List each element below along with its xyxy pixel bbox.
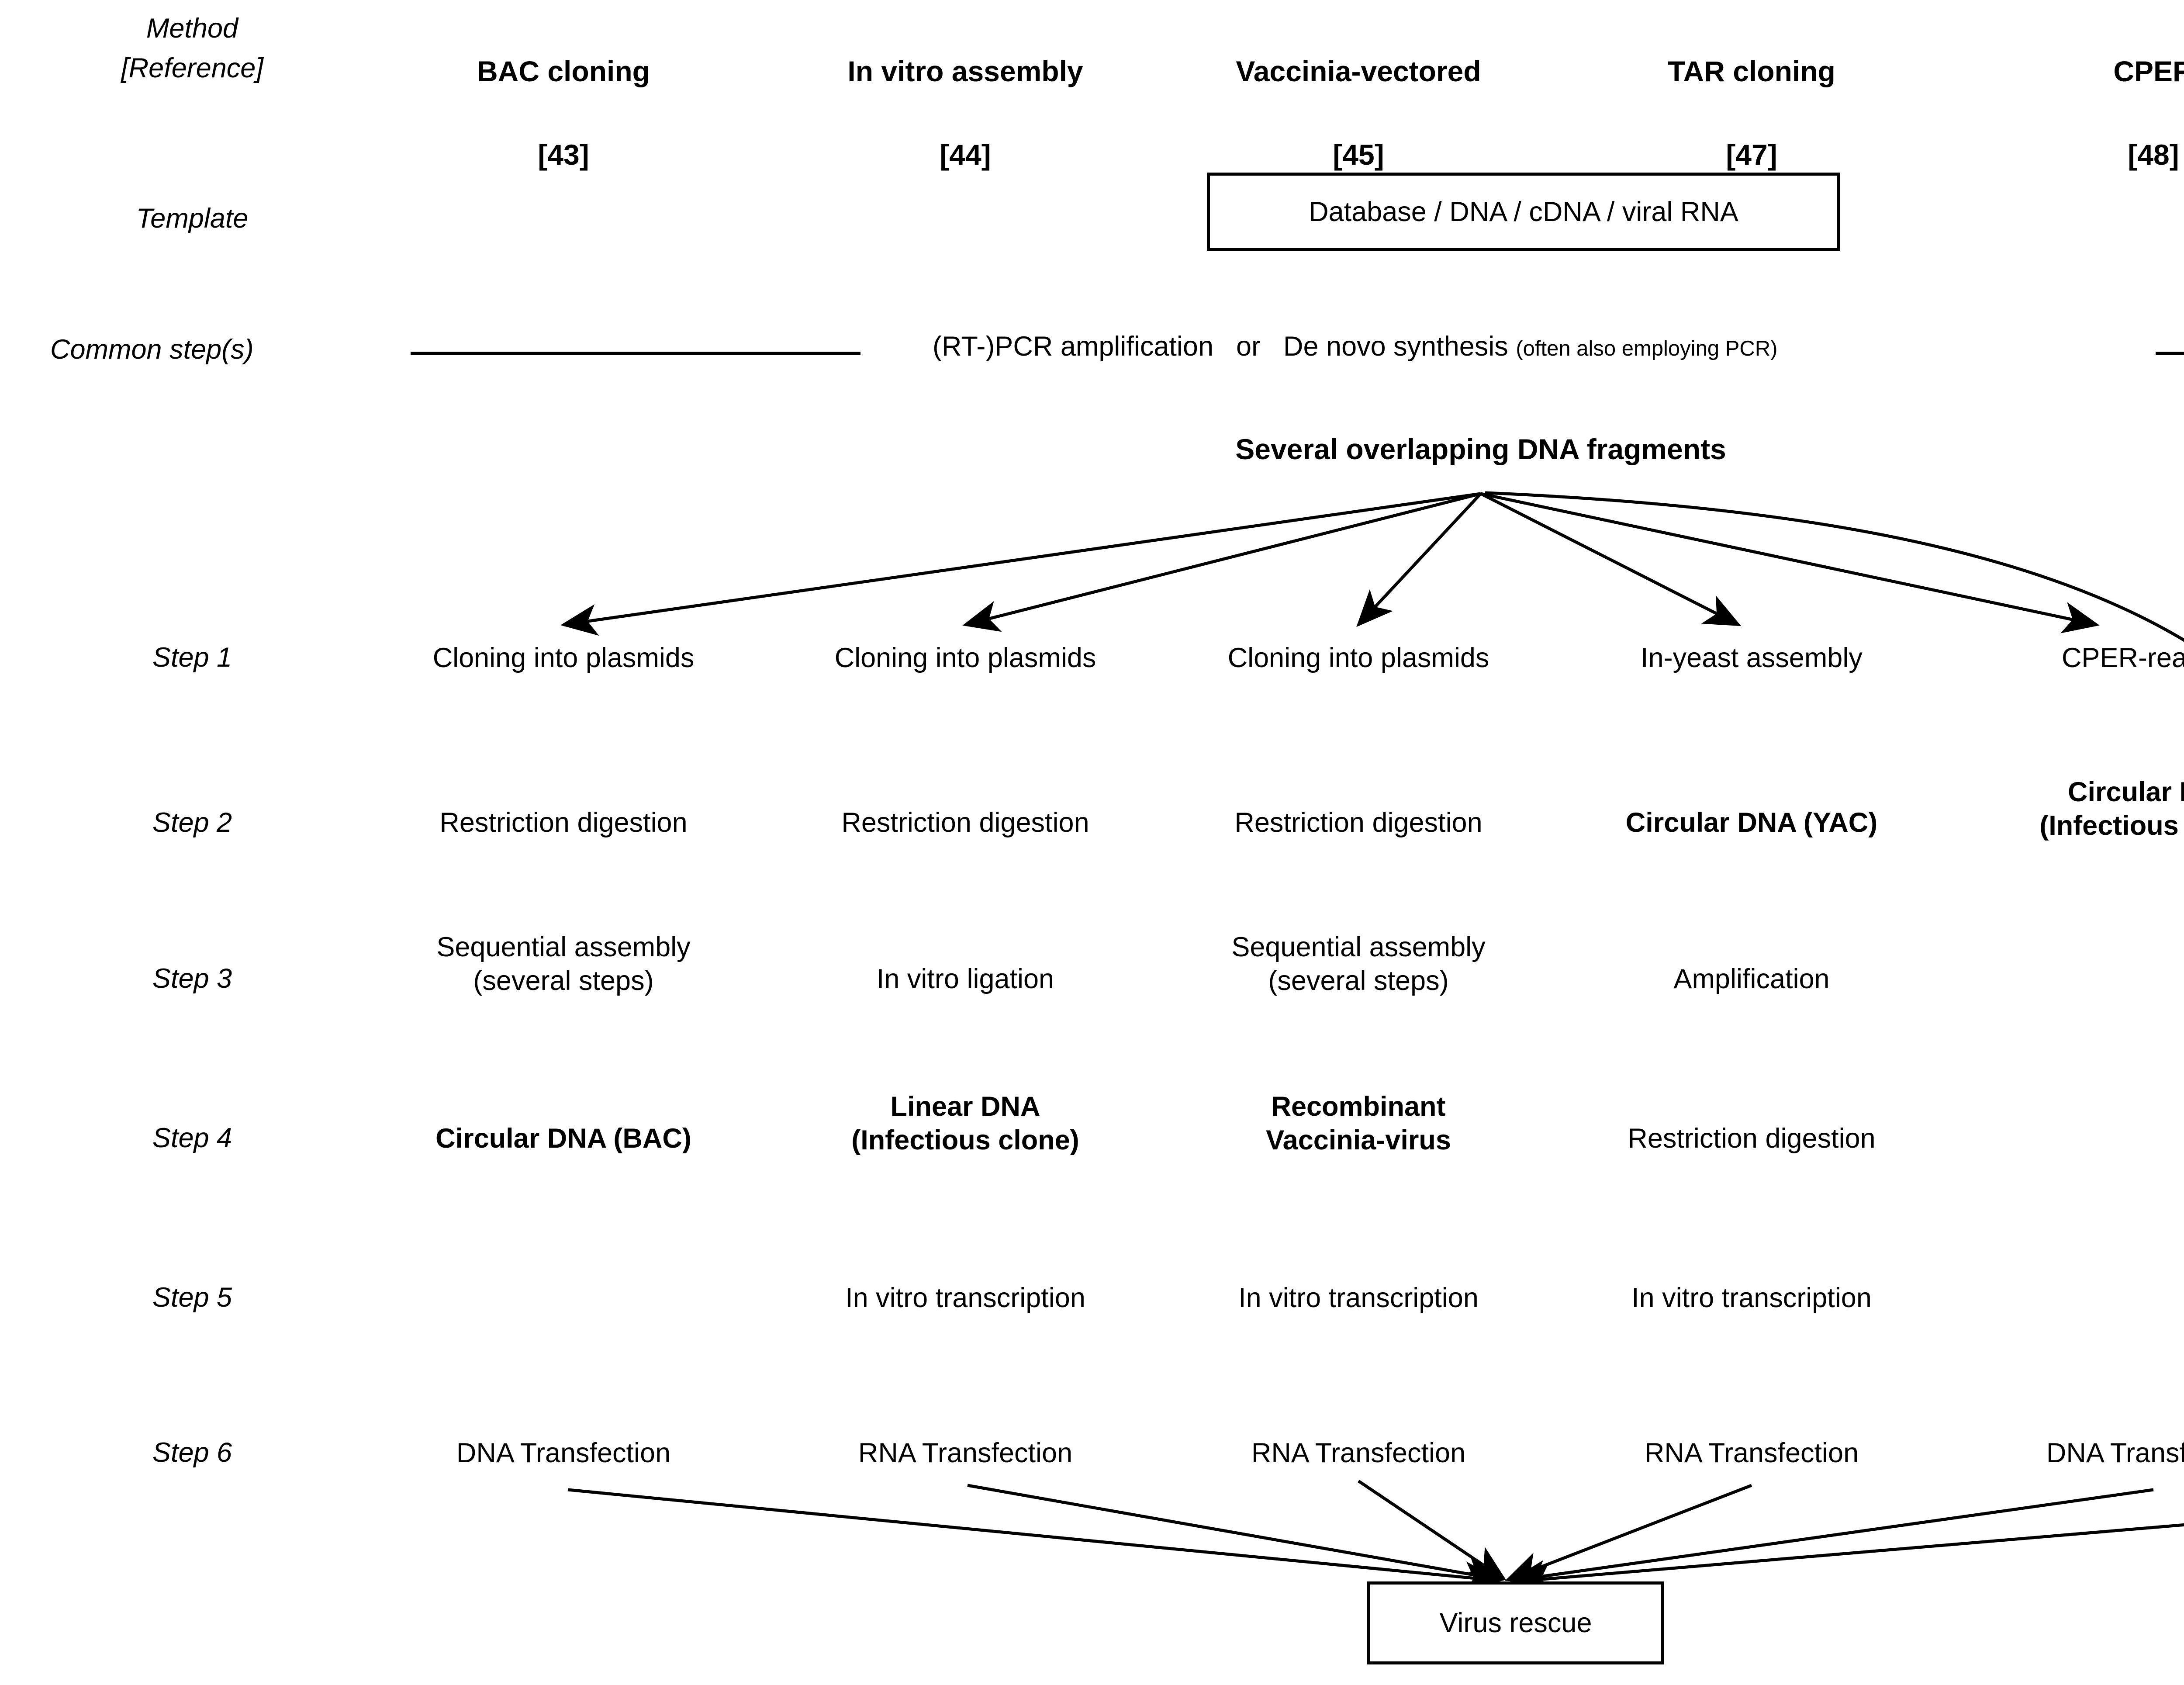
row-label-method: Method [Reference] [121, 13, 263, 84]
row-label-common-steps: Common step(s) [50, 334, 254, 365]
cell-step6-col3: RNA Transfection [1251, 1438, 1466, 1468]
row-label-step-1: Step 1 [152, 642, 232, 673]
common-step-pcr: (RT-)PCR amplification [933, 331, 1213, 362]
virus-rescue-convergence-arrows [567, 1480, 2184, 1595]
column-reference: [45] [1333, 138, 1384, 171]
fragments-banner: Several overlapping DNA fragments [1235, 433, 1726, 465]
column-title: Vaccinia-vectored [1236, 55, 1481, 87]
column-title: In vitro assembly [847, 55, 1083, 87]
cell-step4-col1: Circular DNA (BAC) [435, 1123, 691, 1154]
cell-step1-col3: Cloning into plasmids [1227, 643, 1489, 673]
cell-step6-col2: RNA Transfection [858, 1438, 1073, 1468]
cell-step3-col2: In vitro ligation [876, 964, 1054, 994]
cell-step3-col3: Sequential assembly (several steps) [1231, 932, 1486, 996]
column-header-cper: CPER [48] [1935, 9, 2184, 218]
cell-step2-col3: Restriction digestion [1234, 807, 1482, 838]
fragment-fanout-arrows [560, 492, 2100, 636]
common-steps-rule-right [2156, 352, 2184, 355]
row-label-step-4: Step 4 [152, 1123, 232, 1153]
common-steps-text: (RT-)PCR amplification or De novo synthesi… [933, 331, 1777, 362]
cell-step3-col4: Amplification [1673, 964, 1830, 994]
cell-step2-col4: Circular DNA (YAC) [1625, 807, 1878, 838]
column-reference: [44] [940, 138, 991, 171]
column-header-vaccinia-vectored: Vaccinia-vectored [45] [1140, 9, 1577, 218]
virus-rescue-box: Virus rescue [1367, 1581, 1664, 1664]
column-title: TAR cloning [1668, 55, 1835, 87]
cell-step5-col4: In vitro transcription [1631, 1283, 1872, 1313]
cell-step6-col5: DNA Transfection [2046, 1438, 2184, 1468]
column-header-in-vitro-assembly: In vitro assembly [44] [747, 9, 1184, 218]
cell-step6-col4: RNA Transfection [1644, 1438, 1859, 1468]
column-header-bac-cloning: BAC cloning [43] [345, 9, 782, 218]
cell-step1-col1: Cloning into plasmids [432, 643, 695, 673]
column-reference: [47] [1726, 138, 1777, 171]
common-step-denovo-note: (often also employing PCR) [1516, 337, 1778, 360]
column-title: CPER [2113, 55, 2184, 87]
template-box-label: Database / DNA / cDNA / viral RNA [1309, 197, 1738, 227]
cell-step4-col4: Restriction digestion [1628, 1123, 1876, 1154]
column-reference: [43] [538, 138, 589, 171]
cell-step5-col2: In vitro transcription [845, 1283, 1085, 1313]
cell-step5-col3: In vitro transcription [1238, 1283, 1479, 1313]
column-title: BAC cloning [477, 55, 650, 87]
column-reference: [48] [2128, 138, 2179, 171]
row-label-step-3: Step 3 [152, 963, 232, 994]
common-step-denovo: De novo synthesis [1283, 331, 1508, 362]
cell-step4-col3: Recombinant Vaccinia-virus [1266, 1091, 1451, 1156]
cell-step2-col1: Restriction digestion [439, 807, 688, 838]
isa-bypass-arrow [1485, 491, 2184, 642]
row-label-step-2: Step 2 [152, 807, 232, 838]
cell-step2-col2: Restriction digestion [841, 807, 1089, 838]
cell-step1-col5: CPER-reaction [2061, 643, 2184, 673]
row-label-template: Template [136, 203, 249, 234]
column-header-tar-cloning: TAR cloning [47] [1533, 9, 1970, 218]
cell-step2-col5: Circular DNA (Infectious clone) [2039, 777, 2184, 841]
cell-step6-col1: DNA Transfection [456, 1438, 671, 1468]
cell-step1-col2: Cloning into plasmids [834, 643, 1096, 673]
common-step-or: or [1236, 331, 1261, 362]
cell-step4-col2: Linear DNA (Infectious clone) [851, 1091, 1079, 1156]
row-label-step-6: Step 6 [152, 1437, 232, 1468]
common-steps-rule-left [411, 352, 860, 355]
cell-step3-col1: Sequential assembly (several steps) [436, 932, 691, 996]
virus-rescue-label: Virus rescue [1439, 1608, 1592, 1638]
template-box: Database / DNA / cDNA / viral RNA [1207, 173, 1840, 251]
cell-step1-col4: In-yeast assembly [1641, 643, 1863, 673]
row-label-step-5: Step 5 [152, 1282, 232, 1313]
